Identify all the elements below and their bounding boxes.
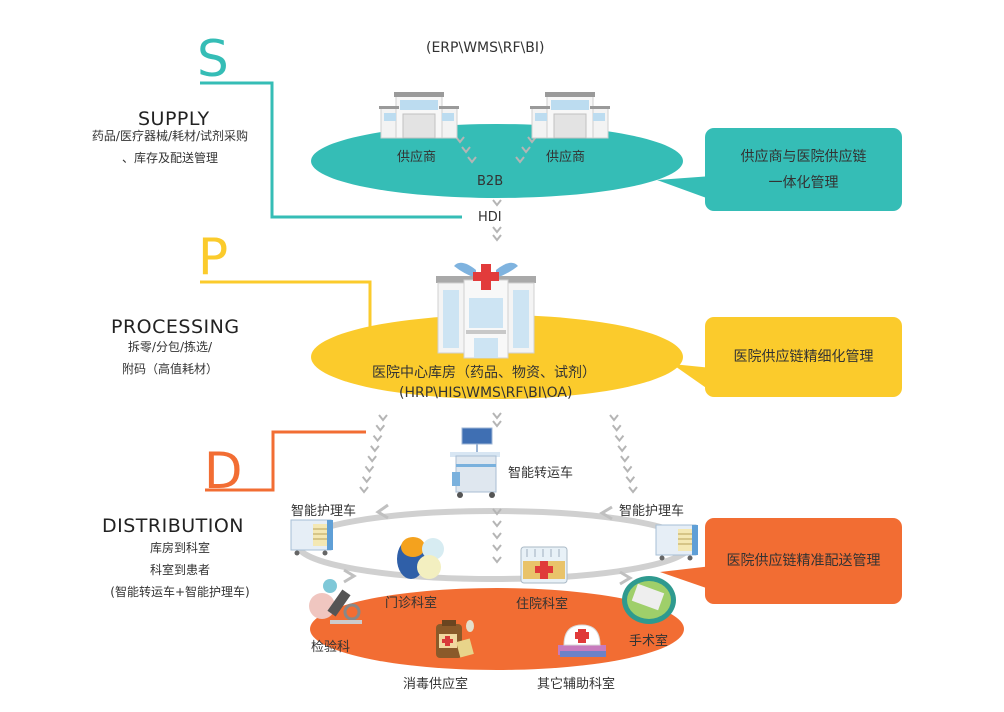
dept-outpatient-label: 门诊科室 xyxy=(385,596,438,611)
chevron-to-right-cart xyxy=(614,434,625,443)
chevron-to-right-cart xyxy=(620,455,630,463)
nursing-cart-icon-right xyxy=(655,524,698,561)
processing-desc-line-2: 附码（高值耗材） xyxy=(121,362,218,376)
chevron-to-right-cart xyxy=(617,445,627,453)
dept-lab-label: 检验科 xyxy=(311,640,351,655)
dept-surgery-label: 手术室 xyxy=(629,634,669,649)
nursing-cart-icon-left xyxy=(290,519,333,556)
chevron-supplier-right xyxy=(515,156,525,164)
supply-callout-tail xyxy=(657,176,712,200)
chevron-to-left-cart xyxy=(367,455,377,463)
supplier-label-left: 供应商 xyxy=(397,150,437,165)
nursing-cart-label-left: 智能护理车 xyxy=(291,504,357,519)
distribution-title: DISTRIBUTION xyxy=(102,515,245,537)
chevron-to-left-cart xyxy=(364,465,375,474)
chevron-to-left-cart xyxy=(378,414,388,422)
dept-auxiliary-label: 其它辅助科室 xyxy=(537,677,616,692)
chevron-to-left-cart xyxy=(370,445,380,453)
disinfection-bottle-icon xyxy=(436,620,474,658)
chevron-to-right-cart xyxy=(611,424,622,432)
chevron-to-right-cart xyxy=(609,414,619,422)
loop-arrow-top-left xyxy=(375,503,389,520)
supply-callout-line-1: 供应商与医院供应链 xyxy=(740,149,867,165)
chevron-supplier-right xyxy=(521,146,531,154)
supply-callout-text: 供应商与医院供应链 一体化管理 xyxy=(705,144,902,196)
supply-description: 药品/医疗器械/耗材/试剂采购 、库存及配送管理 xyxy=(90,125,250,169)
chevron-center-down xyxy=(492,544,502,552)
processing-callout-box xyxy=(705,317,902,397)
processing-systems-label: (HRP\HIS\WMS\RF\BI\OA) xyxy=(399,385,573,401)
chevron-supplier-right xyxy=(527,136,537,144)
chevron-to-left-cart xyxy=(361,476,372,484)
chevron-to-transfer-cart xyxy=(492,412,502,420)
distribution-desc-line-1: 库房到科室 xyxy=(149,541,210,555)
processing-connector-line xyxy=(200,280,372,331)
chevron-to-transfer-cart xyxy=(492,420,502,428)
supply-callout-line-2: 一体化管理 xyxy=(768,175,839,191)
supply-desc-line-1: 药品/医疗器械/耗材/试剂采购 xyxy=(91,129,249,143)
distribution-description: 库房到科室 科室到患者 (智能转运车+智能护理车) xyxy=(96,537,264,603)
processing-description: 拆零/分包/拣选/ 附码（高值耗材） xyxy=(106,336,234,380)
supplier-label-right: 供应商 xyxy=(546,150,586,165)
outpatient-pills-icon xyxy=(397,537,444,579)
transfer-cart-label: 智能转运车 xyxy=(508,466,574,481)
processing-callout-text: 医院供应链精细化管理 xyxy=(733,349,874,365)
supply-letter: S xyxy=(197,30,229,88)
processing-title: PROCESSING xyxy=(111,316,240,338)
distribution-callout-tail xyxy=(660,566,712,590)
loop-arrow-bottom-left xyxy=(343,568,357,584)
processing-desc-line-1: 拆零/分包/拣选/ xyxy=(127,340,213,354)
loop-arrowheads xyxy=(343,503,633,586)
chevron-supplier-left xyxy=(467,156,477,164)
supply-connector-line xyxy=(200,81,462,219)
distribution-callout-box xyxy=(705,518,902,604)
auxiliary-nurse-cap-icon xyxy=(558,624,606,657)
distribution-connector-line xyxy=(205,430,366,492)
chevron-center-down xyxy=(492,532,502,540)
nursing-cart-label-right: 智能护理车 xyxy=(619,504,685,519)
hdi-label: HDI xyxy=(478,210,502,225)
chevron-b2b-hdi xyxy=(492,199,502,207)
supply-callout-box xyxy=(705,128,902,211)
surgery-room-icon xyxy=(622,576,676,624)
chevron-supplier-left xyxy=(461,146,471,154)
chevron-hdi-hospital xyxy=(492,226,502,234)
distribution-callout-text: 医院供应链精准配送管理 xyxy=(726,553,881,569)
chevron-streams xyxy=(359,136,638,564)
supply-systems-label: (ERP\WMS\RF\BI) xyxy=(426,40,545,56)
distribution-desc-line-2: 科室到患者 xyxy=(149,563,210,577)
chevron-to-left-cart xyxy=(372,434,383,443)
supply-title: SUPPLY xyxy=(138,108,210,130)
dept-inpatient-label: 住院科室 xyxy=(516,597,569,612)
chevron-to-right-cart xyxy=(622,465,633,474)
inpatient-bed-icon xyxy=(520,546,568,584)
hospital-building-icon xyxy=(436,262,536,359)
supply-desc-line-2: 、库存及配送管理 xyxy=(121,151,218,165)
b2b-label: B2B xyxy=(477,174,504,189)
chevron-to-right-cart xyxy=(625,476,636,484)
chevron-center-down xyxy=(492,556,502,564)
chevron-to-left-cart xyxy=(375,424,386,432)
chevron-to-right-cart xyxy=(628,486,638,494)
chevron-center-down xyxy=(492,508,502,516)
loop-arrow-bottom-right xyxy=(619,570,633,586)
distribution-letter: D xyxy=(204,442,243,500)
distribution-desc-line-3: (智能转运车+智能护理车) xyxy=(110,585,250,599)
chevron-to-left-cart xyxy=(359,486,369,494)
processing-letter: P xyxy=(198,228,229,286)
dept-disinfection-label: 消毒供应室 xyxy=(403,677,469,692)
chevron-center-down xyxy=(492,520,502,528)
chevron-hdi-hospital xyxy=(492,234,502,242)
supplier-building-icon-right xyxy=(530,92,610,139)
chevron-supplier-left xyxy=(455,136,465,144)
loop-arrow-top-right xyxy=(599,505,613,521)
central-warehouse-label: 医院中心库房（药品、物资、试剂） xyxy=(372,365,596,381)
processing-callout-tail xyxy=(672,364,712,392)
supply-platform-ellipse xyxy=(311,124,683,198)
lab-microscope-icon xyxy=(309,579,362,624)
transfer-cart-icon xyxy=(450,427,500,498)
supplier-building-icon-left xyxy=(379,92,459,139)
